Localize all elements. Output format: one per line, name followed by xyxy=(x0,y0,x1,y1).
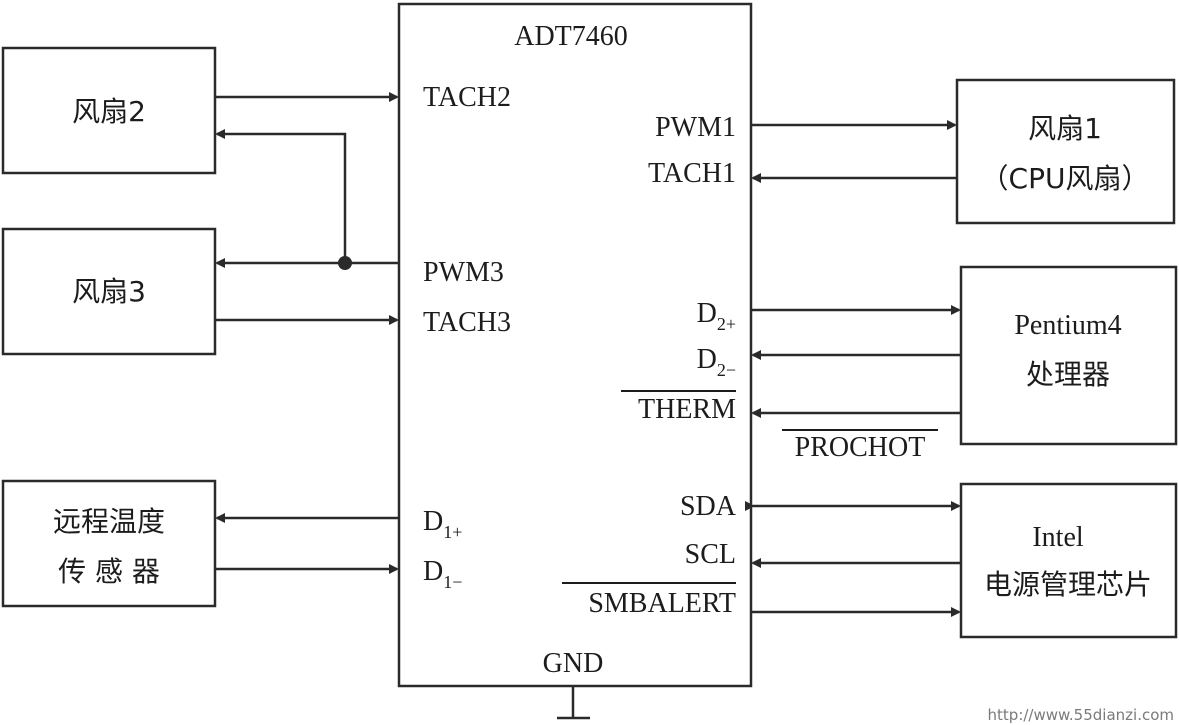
pwm3-to-fan2-arrow xyxy=(215,129,347,263)
pin-smbalert-label: SMBALERT xyxy=(588,588,736,619)
fan1-label-line1: 风扇1 xyxy=(1028,112,1102,145)
pin-therm-label: THERM xyxy=(638,394,736,425)
pin-pwm1-label: PWM1 xyxy=(655,112,736,143)
pentium4-box xyxy=(959,265,1178,446)
pin-pwm3-label: PWM3 xyxy=(423,257,504,288)
fan2-box xyxy=(1,46,217,175)
remote-temp-sensor-box xyxy=(1,479,217,608)
fan1-box xyxy=(955,78,1176,225)
fan1-label-line2: （CPU风扇） xyxy=(981,162,1150,195)
fan3-box xyxy=(1,227,217,356)
pin-scl-label: SCL xyxy=(685,539,736,570)
chip-title: ADT7460 xyxy=(514,21,628,52)
pin-tach3-label: TACH3 xyxy=(423,307,511,338)
intel-power-mgmt-box xyxy=(959,482,1178,639)
fan2-label: 风扇2 xyxy=(72,95,146,128)
intel-label-line1: Intel xyxy=(1032,522,1084,553)
sensor-label-line1: 远程温度 xyxy=(53,505,165,538)
sensor-label-line2: 传 感 器 xyxy=(58,555,160,588)
pwm3-junction-dot xyxy=(338,256,352,270)
pin-d1plus-label: D1+ xyxy=(423,506,462,542)
pin-tach1-label: TACH1 xyxy=(648,158,736,189)
intel-label-line2: 电源管理芯片 xyxy=(984,568,1152,601)
pin-sda-label: SDA xyxy=(680,491,737,522)
pin-d1minus-label: D1− xyxy=(423,556,462,592)
prochot-signal-label: PROCHOT xyxy=(795,432,926,463)
adt7460-chip-box xyxy=(397,2,753,688)
pin-tach2-label: TACH2 xyxy=(423,82,511,113)
pin-d2plus-label: D2+ xyxy=(697,298,736,334)
fan3-label: 风扇3 xyxy=(72,275,146,308)
watermark: http://www.55dianzi.com xyxy=(988,706,1174,724)
pentium4-label-line1: Pentium4 xyxy=(1014,310,1121,341)
pin-d2minus-label: D2− xyxy=(697,344,736,380)
pentium4-label-line2: 处理器 xyxy=(1026,358,1110,391)
pin-gnd-label: GND xyxy=(543,648,604,679)
